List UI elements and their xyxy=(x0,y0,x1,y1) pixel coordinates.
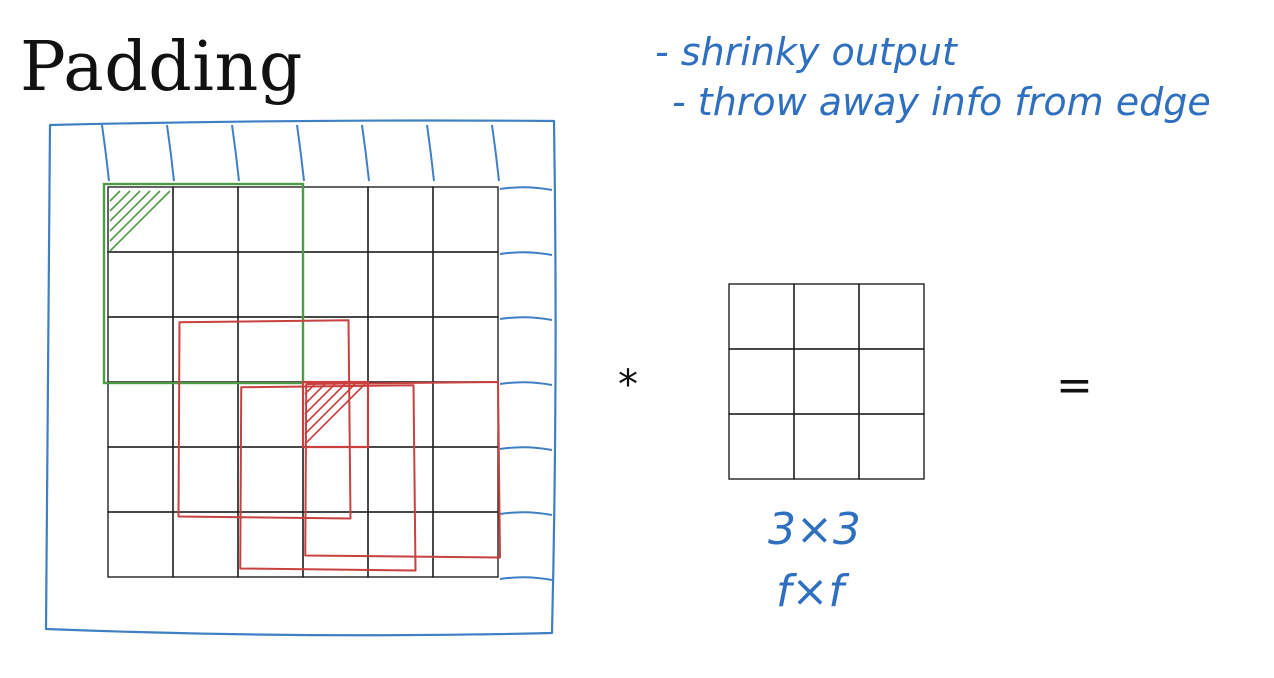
input-cell xyxy=(107,381,174,448)
filter-size-symbolic: f×f xyxy=(776,566,844,617)
filter-size-numeric: 3×3 xyxy=(768,504,861,555)
input-cell xyxy=(302,511,369,578)
green-hatch xyxy=(109,190,141,222)
filter-cell xyxy=(858,283,925,350)
padding-tick xyxy=(166,124,175,182)
input-cell xyxy=(237,511,304,578)
padding-tick xyxy=(491,124,500,182)
input-cell xyxy=(432,511,499,578)
filter-cell xyxy=(858,348,925,415)
padding-tick xyxy=(499,186,553,191)
red-window-outline xyxy=(239,384,417,572)
input-cell xyxy=(237,316,304,383)
filter-grid xyxy=(728,283,925,480)
input-cell xyxy=(432,316,499,383)
green-hatch xyxy=(109,190,131,212)
padding-border xyxy=(44,119,557,637)
red-filter-windows xyxy=(177,319,501,572)
equals-operator: = xyxy=(1056,360,1093,411)
red-hatch xyxy=(304,383,336,415)
input-cell xyxy=(302,251,369,318)
filter-cell xyxy=(728,283,795,350)
input-cell xyxy=(432,186,499,253)
convolve-operator: * xyxy=(618,362,638,408)
padding-tick xyxy=(499,446,553,451)
padding-tick xyxy=(499,511,553,516)
input-cell xyxy=(367,186,434,253)
padding-tick xyxy=(231,124,240,182)
input-cell xyxy=(172,316,239,383)
padding-tick xyxy=(361,124,370,182)
input-cell xyxy=(237,446,304,513)
input-cell xyxy=(302,186,369,253)
input-cell xyxy=(432,446,499,513)
red-window-outline xyxy=(304,381,501,559)
input-cell xyxy=(367,251,434,318)
input-grid xyxy=(107,186,499,578)
red-hatch xyxy=(304,383,326,405)
padding-tick xyxy=(499,316,553,321)
green-hatch xyxy=(109,190,121,202)
red-window-outline xyxy=(177,319,352,520)
input-cell xyxy=(172,186,239,253)
filter-cell xyxy=(728,348,795,415)
green-window-outline xyxy=(102,182,305,385)
input-cell xyxy=(172,381,239,448)
page-title: Padding xyxy=(20,28,303,107)
input-cell xyxy=(107,251,174,318)
filter-cell xyxy=(858,413,925,480)
input-cell xyxy=(302,446,369,513)
green-filter-window xyxy=(102,182,305,385)
padding-tick xyxy=(499,576,553,581)
filter-cell xyxy=(728,413,795,480)
filter-cell xyxy=(793,413,860,480)
padding-outline xyxy=(44,119,557,637)
filter-cell xyxy=(793,283,860,350)
note-shrinky-output: - shrinky output xyxy=(655,30,957,74)
green-hatch xyxy=(109,190,161,242)
input-cell xyxy=(432,251,499,318)
green-hatch xyxy=(109,190,151,232)
input-cell xyxy=(107,511,174,578)
padding-tick xyxy=(101,124,110,182)
input-cell xyxy=(107,446,174,513)
filter-cell xyxy=(793,348,860,415)
red-hatch xyxy=(304,383,356,435)
input-cell xyxy=(172,251,239,318)
red-hatch xyxy=(304,383,346,425)
input-cell xyxy=(367,446,434,513)
red-hatched-cell xyxy=(301,380,370,449)
input-cell xyxy=(367,381,434,448)
green-hatch xyxy=(109,190,171,252)
padding-tick xyxy=(296,124,305,182)
input-cell xyxy=(367,511,434,578)
red-hatch xyxy=(304,383,316,395)
padding-tick xyxy=(499,381,553,386)
input-cell xyxy=(302,316,369,383)
input-cell xyxy=(367,316,434,383)
padding-tick xyxy=(499,251,553,256)
red-hatch xyxy=(304,383,366,445)
input-cell xyxy=(172,511,239,578)
note-throw-away-info: - throw away info from edge xyxy=(672,80,1211,124)
input-cell xyxy=(432,381,499,448)
input-cell xyxy=(107,316,174,383)
padding-tick xyxy=(426,124,435,182)
input-cell xyxy=(237,251,304,318)
input-cell xyxy=(172,446,239,513)
input-cell xyxy=(237,381,304,448)
input-cell xyxy=(237,186,304,253)
